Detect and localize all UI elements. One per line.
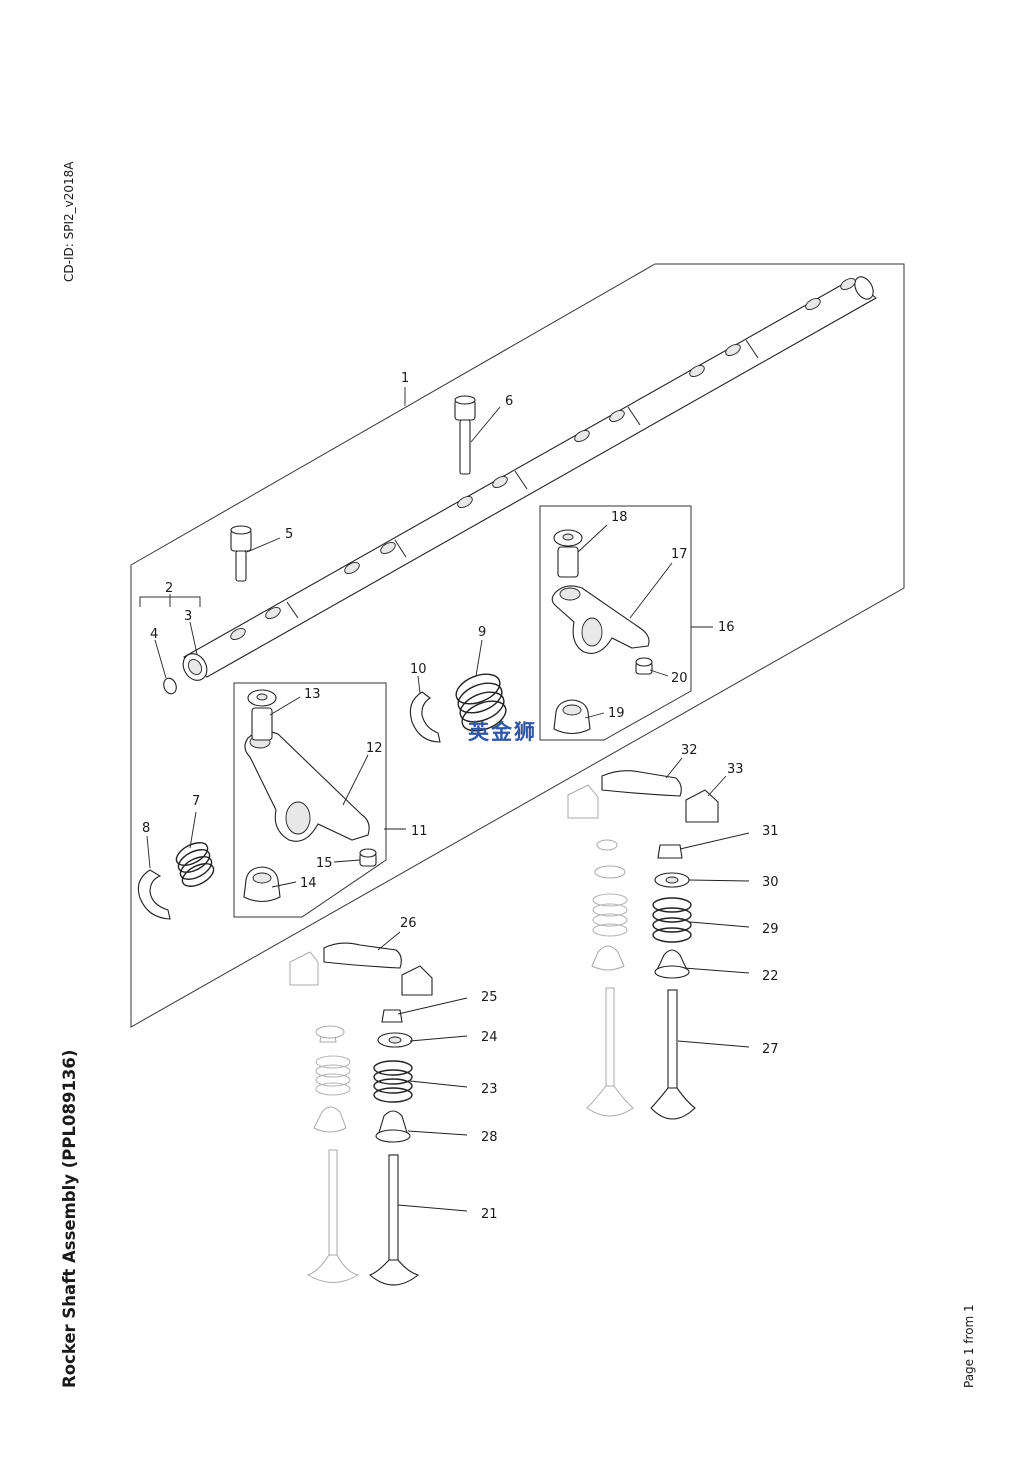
collet-part-31 [657,844,683,859]
callout-27: 27 [762,1042,779,1057]
bridge-part-26 [323,942,402,969]
callout-2: 2 [165,581,173,596]
pin-part-13 [247,689,277,741]
callout-4: 4 [150,627,158,642]
callout-12: 12 [366,741,383,756]
callout-24: 24 [481,1030,498,1045]
cap-part-19 [553,699,591,735]
spring-part-29 [652,897,692,943]
callout-25: 25 [481,990,498,1005]
callout-21: 21 [481,1207,498,1222]
bridge-bracket-part-33 [685,789,719,823]
callout-32: 32 [681,743,698,758]
rocker-arm-part-17 [551,585,650,654]
plug-part-4 [163,677,177,695]
callout-30: 30 [762,875,779,890]
callout-3: 3 [184,609,192,624]
bridge-part-32 [601,770,682,797]
clip-part-10 [409,691,441,743]
callout-33: 33 [727,762,744,777]
watermark-text: 英金狮 [468,720,537,744]
callout-8: 8 [142,821,150,836]
washer-part-24 [377,1032,413,1048]
collet-part-25 [381,1009,403,1023]
washer-part-30 [654,872,690,888]
ghost-valve-train-right [567,784,634,1117]
sleeve-part-15 [359,848,377,867]
callout-16: 16 [718,620,735,635]
subassembly-16-frame [539,505,692,741]
callout-1: 1 [401,371,409,386]
callout-17: 17 [671,547,688,562]
valve-part-21 [368,1154,420,1286]
cap-part-14 [243,866,281,903]
callout-29: 29 [762,922,779,937]
spring-part-23 [373,1060,413,1103]
callout-19: 19 [608,706,625,721]
callout-9: 9 [478,625,486,640]
callout-5: 5 [285,527,293,542]
callout-13: 13 [304,687,321,702]
callout-18: 18 [611,510,628,525]
callout-20: 20 [671,671,688,686]
callout-28: 28 [481,1130,498,1145]
assembly-boundary [130,263,905,1028]
callout-31: 31 [762,824,779,839]
callout-26: 26 [400,916,417,931]
ghost-valve-train-left [289,951,360,1283]
spring-part-9 [455,673,507,732]
callout-6: 6 [505,394,513,409]
valve-part-27 [650,989,696,1120]
bridge-bracket-right-left [401,965,433,996]
rocker-shaft [182,276,877,681]
spring-part-7 [175,842,215,887]
sleeve-part-20 [635,657,653,675]
callout-7: 7 [192,794,200,809]
callout-23: 23 [481,1082,498,1097]
seal-part-28 [375,1110,411,1143]
bolt-part-6 [454,395,476,475]
subassembly-11-frame [233,682,387,918]
bolt-part-5 [230,525,252,582]
seal-part-22 [654,949,690,979]
callout-14: 14 [300,876,317,891]
clip-part-8 [137,869,171,920]
callout-11: 11 [411,824,428,839]
callout-15: 15 [316,856,333,871]
callout-22: 22 [762,969,779,984]
callout-10: 10 [410,662,427,677]
pin-part-18 [553,529,583,578]
rocker-arm-part-12 [244,730,370,842]
